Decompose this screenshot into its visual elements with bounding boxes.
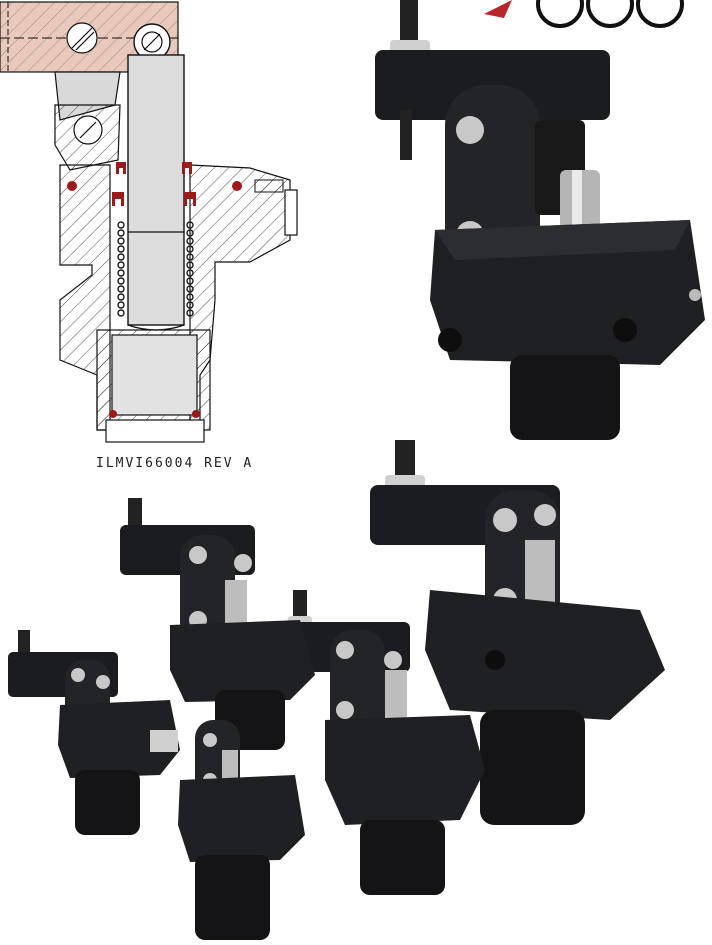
clamp-top-left	[120, 498, 315, 750]
spring-left	[117, 221, 125, 317]
piston-section	[127, 54, 185, 331]
lever-section	[54, 71, 121, 171]
clamp-arm-section	[0, 1, 179, 73]
swing-clamp-photo	[375, 0, 705, 440]
clamp-small-left	[8, 630, 180, 835]
spring-right	[186, 221, 194, 317]
clamp-large	[370, 440, 665, 825]
section-drawing	[0, 1, 298, 443]
clamp-small-front	[150, 720, 305, 940]
brand-logo	[484, 0, 684, 28]
clamp-body-section	[59, 164, 298, 443]
seal-markers	[67, 162, 242, 418]
swing-clamp-family-photo	[8, 440, 665, 940]
drawing-caption: ILMVI66004 REV A	[96, 456, 254, 471]
